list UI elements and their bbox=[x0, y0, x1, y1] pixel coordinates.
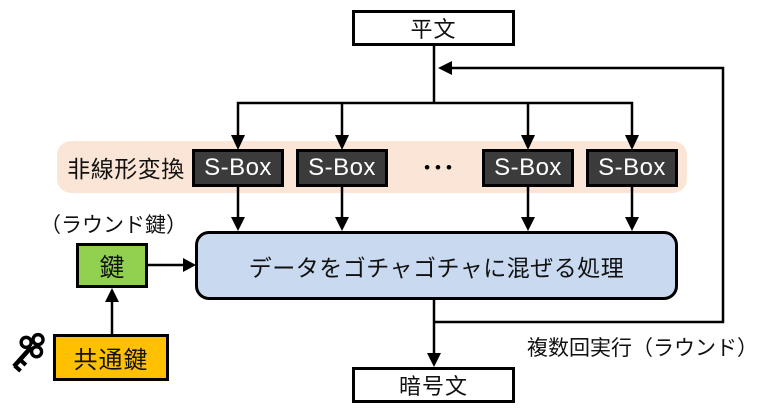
arrowhead-into-mix-3 bbox=[521, 217, 535, 231]
key-tooth-1 bbox=[18, 358, 28, 367]
arrowhead-key-to-mix bbox=[183, 258, 196, 272]
arrowhead-feedback bbox=[438, 61, 452, 75]
ciphertext-box: 暗号文 bbox=[352, 367, 515, 403]
arrowhead-into-mix-2 bbox=[335, 217, 349, 231]
sbox-3: S-Box bbox=[482, 149, 574, 187]
arrowhead-into-sbox-2 bbox=[335, 135, 349, 150]
branch-bar-line bbox=[236, 101, 634, 137]
arrowhead-into-sbox-4 bbox=[625, 135, 639, 150]
mix-process-label: データをゴチャゴチャに混ぜる処理 bbox=[248, 254, 625, 281]
ciphertext-label: 暗号文 bbox=[398, 374, 468, 399]
round-key-label: 鍵 bbox=[99, 253, 125, 282]
sbox-1: S-Box bbox=[192, 149, 284, 187]
arrowhead-common-key-to-key bbox=[105, 288, 119, 302]
rounds-note: 複数回実行（ラウンド） bbox=[527, 337, 758, 360]
plaintext-label: 平文 bbox=[410, 17, 457, 42]
key-bow-top bbox=[31, 332, 45, 347]
arrowhead-into-ciphertext bbox=[427, 353, 441, 367]
arrowhead-into-mix-4 bbox=[625, 217, 639, 231]
key-bow-right bbox=[29, 345, 44, 359]
key-tooth-2 bbox=[13, 364, 22, 373]
nonlinear-label: 非線形変換 bbox=[67, 156, 185, 182]
mix-process-box: データをゴチャゴチャに混ぜる処理 bbox=[195, 231, 678, 300]
plaintext-box: 平文 bbox=[352, 10, 515, 46]
common-key-box: 共通鍵 bbox=[53, 334, 169, 381]
sbox-4: S-Box bbox=[586, 149, 678, 187]
arrowhead-into-sbox-1 bbox=[231, 135, 245, 150]
key-icon bbox=[12, 332, 45, 373]
round-feedback-line bbox=[434, 66, 725, 324]
common-key-label: 共通鍵 bbox=[73, 347, 149, 374]
round-key-note: （ラウンド鍵） bbox=[40, 213, 187, 237]
arrowhead-into-sbox-3 bbox=[521, 135, 535, 150]
ellipsis-dots: ••• bbox=[424, 158, 457, 177]
sbox-2: S-Box bbox=[296, 149, 388, 187]
arrowhead-into-mix-1 bbox=[231, 217, 245, 231]
round-key-box: 鍵 bbox=[76, 243, 148, 288]
key-shaft bbox=[12, 345, 34, 368]
